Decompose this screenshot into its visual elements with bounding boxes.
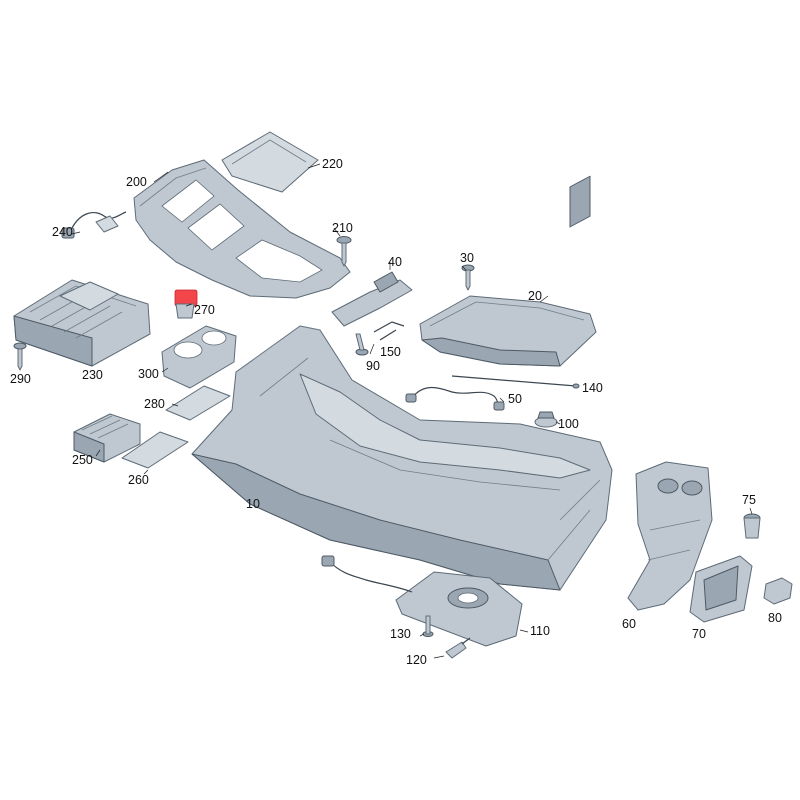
part-150-clip[interactable]: [373, 321, 405, 341]
part-200-trim-frame[interactable]: [133, 159, 351, 299]
callout-220: 220: [322, 157, 343, 171]
part-30-screw[interactable]: [461, 264, 475, 291]
callout-270: 270: [194, 303, 215, 317]
part-90-screw[interactable]: [355, 333, 369, 356]
part-260-mat[interactable]: [121, 431, 189, 469]
part-75-socket[interactable]: [743, 513, 761, 539]
part-120-sensor[interactable]: [445, 637, 471, 659]
part-250-module[interactable]: [73, 413, 141, 463]
callout-230: 230: [82, 368, 103, 382]
callout-50: 50: [508, 392, 522, 406]
part-100-cap[interactable]: [534, 411, 558, 428]
callout-75: 75: [742, 493, 756, 507]
callout-250: 250: [72, 453, 93, 467]
callout-40: 40: [388, 255, 402, 269]
callout-100: 100: [558, 417, 579, 431]
part-270-highlighted[interactable]: [174, 289, 198, 319]
part-300-cup-holder[interactable]: [161, 325, 237, 389]
part-80-switch[interactable]: [763, 577, 793, 605]
part-10-console-housing[interactable]: [191, 175, 613, 591]
callout-70: 70: [692, 627, 706, 641]
part-230-control-unit[interactable]: [13, 279, 151, 367]
callout-260: 260: [128, 473, 149, 487]
callout-130: 130: [390, 627, 411, 641]
part-110-lower-tray[interactable]: [395, 571, 523, 647]
callout-10: 10: [246, 497, 260, 511]
callout-120: 120: [406, 653, 427, 667]
part-210-screw[interactable]: [336, 236, 352, 267]
callout-290: 290: [10, 372, 31, 386]
callout-20: 20: [528, 289, 542, 303]
callout-80: 80: [768, 611, 782, 625]
callout-90: 90: [366, 359, 380, 373]
callout-240: 240: [52, 225, 73, 239]
part-280-tray-mat[interactable]: [165, 385, 231, 421]
callout-210: 210: [332, 221, 353, 235]
part-70-storage-tray[interactable]: [689, 555, 753, 623]
part-140-rod[interactable]: [451, 375, 580, 389]
part-40-trim-strip[interactable]: [331, 271, 413, 327]
callout-110: 110: [530, 624, 550, 638]
callout-280: 280: [144, 397, 165, 411]
part-60-rear-vent-panel[interactable]: [627, 461, 713, 611]
leader-lines: [71, 163, 753, 659]
callout-140: 140: [582, 381, 603, 395]
callout-150: 150: [380, 345, 401, 359]
callout-300: 300: [138, 367, 159, 381]
part-240-cable[interactable]: [61, 211, 127, 239]
callout-200: 200: [126, 175, 147, 189]
part-220-cover-panel[interactable]: [221, 131, 319, 193]
part-130-pin[interactable]: [422, 615, 434, 637]
part-290-bolt[interactable]: [13, 342, 27, 371]
part-50-wiring-harness[interactable]: [405, 386, 505, 411]
part-110-cable[interactable]: [321, 555, 413, 593]
callout-labels: 220 200 210 240 40 30 20 270 150 90 300 …: [10, 157, 782, 667]
callout-30: 30: [460, 251, 474, 265]
callout-60: 60: [622, 617, 636, 631]
part-20-armrest-lid[interactable]: [419, 295, 597, 367]
